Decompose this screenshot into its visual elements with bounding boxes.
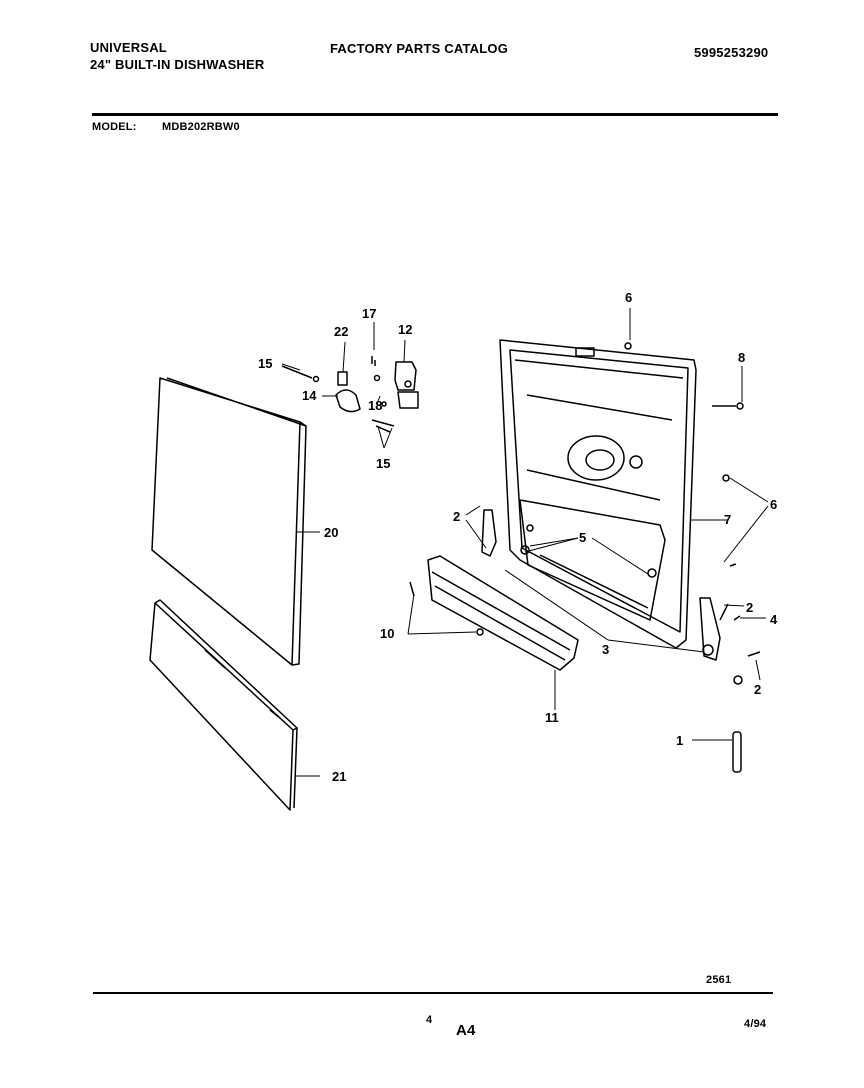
callout-label: 6 (770, 497, 777, 512)
page-number: 4 (426, 1014, 433, 1026)
callout-label: 11 (545, 710, 559, 725)
inner-door-liner (499, 339, 697, 649)
lower-kick-panel (149, 599, 298, 811)
callout-label: 1 (676, 733, 683, 748)
callout-label: 6 (625, 290, 632, 305)
callout-label: 3 (602, 642, 609, 657)
callout-label: 2 (453, 509, 460, 524)
catalog-number: 5995253290 (694, 45, 769, 60)
door-hinges (481, 402, 761, 685)
catalog-title: FACTORY PARTS CATALOG (330, 41, 509, 56)
callout-label: 12 (398, 322, 412, 337)
hinge-strip (732, 731, 742, 773)
model-number: MDB202RBW0 (162, 121, 240, 133)
control-panel (409, 555, 579, 671)
callout-label: 22 (334, 324, 348, 339)
catalog-date: 4/94 (744, 1018, 767, 1030)
footer-rule (93, 992, 773, 994)
callout-label: 20 (324, 525, 338, 540)
product-description: 24" BUILT-IN DISHWASHER (90, 57, 265, 72)
callout-label: 4 (770, 612, 778, 627)
callout-label: 18 (368, 398, 382, 413)
callout-label: 21 (332, 769, 346, 784)
callout-label: 5 (579, 530, 586, 545)
header-rule (92, 113, 778, 116)
brand-name: UNIVERSAL (90, 40, 167, 55)
callout-label: 15 (376, 456, 390, 471)
callout-label: 2 (754, 682, 761, 697)
callout-label: 15 (258, 356, 272, 371)
callout-label: 17 (362, 306, 376, 321)
callout-label: 8 (738, 350, 745, 365)
callout-label: 10 (380, 626, 394, 641)
model-label: MODEL: (92, 121, 137, 133)
door-latch-assembly (281, 356, 419, 433)
callout-label: 14 (302, 388, 317, 403)
callout-label: 7 (724, 512, 731, 527)
section-code: A4 (456, 1022, 476, 1039)
leader-lines (281, 308, 769, 777)
drawing-number: 2561 (706, 974, 732, 986)
callout-label: 2 (746, 600, 753, 615)
outer-door-panel (151, 377, 307, 666)
